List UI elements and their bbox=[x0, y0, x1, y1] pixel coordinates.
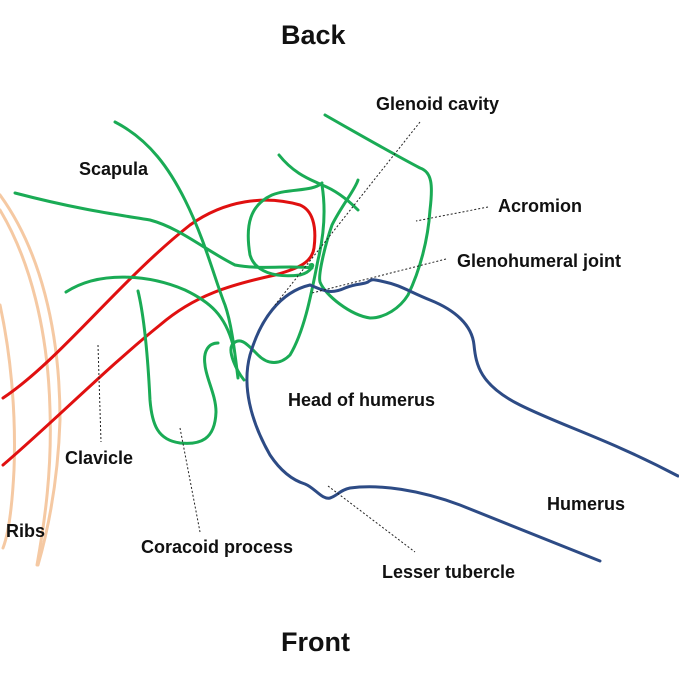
scapula-medial-border bbox=[113, 120, 240, 380]
head-of-humerus-label: Head of humerus bbox=[288, 390, 436, 410]
lesser-tubercle-label: Lesser tubercle bbox=[382, 562, 516, 582]
leader-acromion bbox=[415, 206, 489, 222]
scapula-label: Scapula bbox=[79, 159, 149, 179]
leader-lesser-tubercle bbox=[327, 485, 416, 553]
glenoid-cavity-label: Glenoid cavity bbox=[376, 94, 500, 114]
scapula-outline bbox=[13, 113, 433, 445]
acromion-outline bbox=[318, 113, 433, 320]
orientation-back-label: Back bbox=[281, 20, 346, 50]
ribs-label: Ribs bbox=[6, 521, 46, 541]
glenohumeral-joint-label: Glenohumeral joint bbox=[457, 251, 622, 271]
humerus-outline bbox=[245, 278, 679, 563]
leader-clavicle bbox=[97, 344, 102, 443]
humerus-head-curve bbox=[245, 283, 602, 563]
leader-coracoid-process bbox=[179, 427, 201, 533]
glenoid-rim-loop bbox=[246, 181, 324, 278]
orientation-front-label: Front bbox=[281, 627, 350, 657]
scapula-spine-line bbox=[13, 191, 314, 270]
leader-lines bbox=[97, 121, 489, 553]
coracoid-process-label: Coracoid process bbox=[141, 537, 294, 557]
humerus-head-and-shaft-upper bbox=[308, 278, 679, 478]
leader-glenohumeral-joint bbox=[311, 258, 447, 294]
clavicle-outline bbox=[1, 198, 317, 467]
scapula-lower-arc bbox=[64, 275, 235, 347]
ribs-outline bbox=[0, 193, 62, 567]
coracoid-process-outline bbox=[136, 289, 220, 445]
rib-curve-inner bbox=[0, 303, 16, 550]
humerus-label: Humerus bbox=[547, 494, 626, 514]
leader-glenoid-cavity bbox=[274, 121, 421, 306]
rib-curve-middle bbox=[0, 208, 52, 567]
clavicle-label: Clavicle bbox=[65, 448, 134, 468]
acromion-label: Acromion bbox=[498, 196, 583, 216]
rib-curve-outer bbox=[0, 193, 62, 567]
